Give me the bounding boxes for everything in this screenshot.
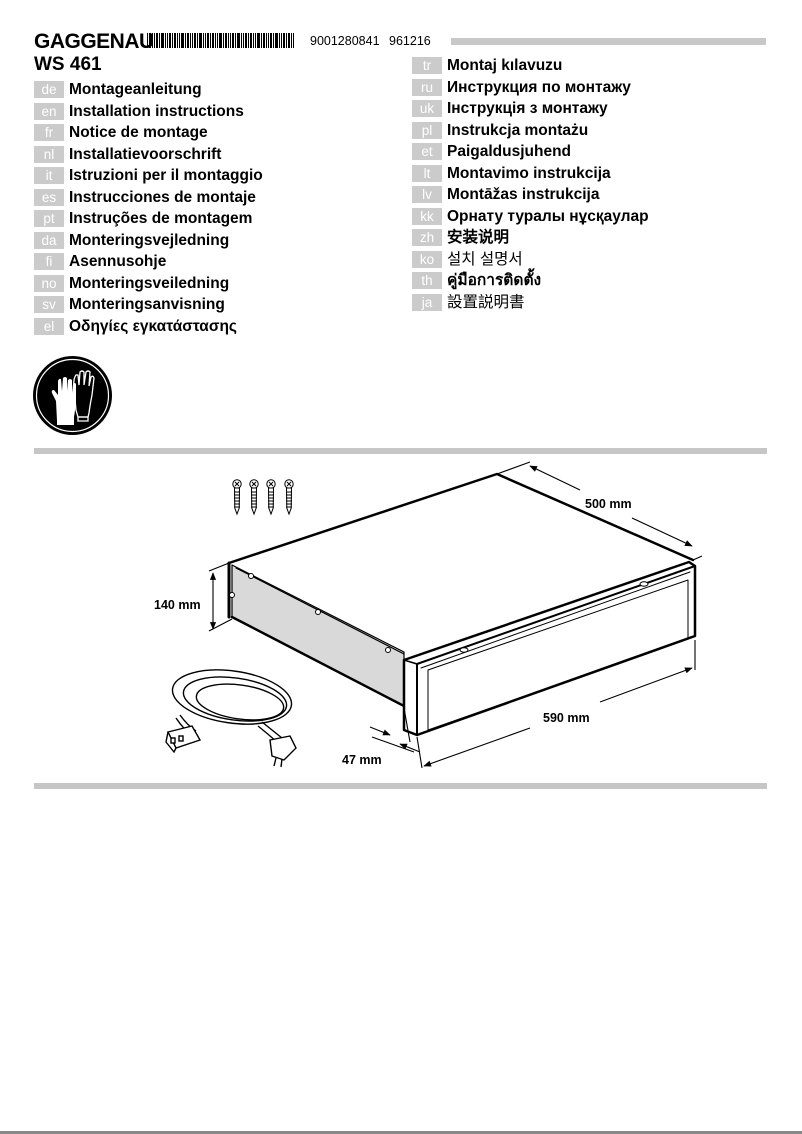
language-code: no (34, 274, 64, 292)
language-label: Instrukcja montażu (447, 121, 589, 139)
language-item-no: no Monteringsveiledning (34, 273, 263, 295)
language-item-lv: lv Montāžas instrukcija (412, 184, 649, 206)
language-list-left: de Montageanleitung en Installation instru… (34, 79, 263, 337)
language-label: Paigaldusjuhend (447, 143, 572, 161)
language-item-pl: pl Instrukcja montażu (412, 120, 649, 142)
language-code: da (34, 231, 64, 249)
language-code: pl (412, 121, 442, 139)
language-code: es (34, 188, 64, 206)
language-item-kk: kk Орнату туралы нұсқаулар (412, 206, 649, 228)
language-item-de: de Montageanleitung (34, 79, 263, 101)
language-label: Notice de montage (69, 124, 208, 142)
language-label: Instrucciones de montaje (69, 188, 256, 206)
language-code: de (34, 81, 64, 99)
language-item-fr: fr Notice de montage (34, 122, 263, 144)
language-item-ja: ja 設置説明書 (412, 292, 649, 314)
language-item-tr: tr Montaj kılavuzu (412, 55, 649, 77)
language-label: Instruções de montagem (69, 210, 253, 228)
article-numbers: 9001280841 961216 (310, 33, 431, 49)
language-code: uk (412, 100, 442, 118)
language-item-uk: uk Інструкція з монтажу (412, 98, 649, 120)
language-label: Орнату туралы нұсқаулар (447, 207, 649, 225)
screw-icon (232, 479, 294, 516)
language-label: Інструкція з монтажу (447, 100, 608, 118)
article-number: 9001280841 (310, 34, 380, 48)
language-code: lt (412, 164, 442, 182)
language-label: Montaj kılavuzu (447, 57, 563, 75)
language-label: Montageanleitung (69, 81, 202, 99)
language-code: en (34, 102, 64, 120)
language-code: fi (34, 253, 64, 271)
language-code: fr (34, 124, 64, 142)
language-code: ru (412, 78, 442, 96)
dimension-height: 140 mm (154, 598, 201, 612)
language-item-sv: sv Monteringsanvisning (34, 294, 263, 316)
section-rule-top (34, 448, 767, 454)
language-label: Montāžas instrukcija (447, 186, 600, 204)
date-code: 961216 (389, 34, 431, 48)
language-item-th: th คู่มือการติดตั้ง (412, 270, 649, 292)
language-item-lt: lt Montavimo instrukcija (412, 163, 649, 185)
language-label: Monteringsveiledning (69, 274, 230, 292)
language-item-es: es Instrucciones de montaje (34, 187, 263, 209)
language-item-nl: nl Installatievoorschrift (34, 144, 263, 166)
language-item-et: et Paigaldusjuhend (412, 141, 649, 163)
brand-logo: GAGGENAU (34, 30, 154, 53)
model-title: WS 461 (34, 54, 102, 75)
language-item-pt: pt Instruções de montagem (34, 208, 263, 230)
gloves-icon (33, 356, 112, 435)
language-item-it: it Istruzioni per il montaggio (34, 165, 263, 187)
barcode (147, 33, 294, 48)
language-item-zh: zh 安装说明 (412, 227, 649, 249)
language-code: et (412, 143, 442, 161)
dimension-depth: 500 mm (585, 497, 632, 511)
language-code: zh (412, 229, 442, 247)
language-code: lv (412, 186, 442, 204)
language-label: Istruzioni per il montaggio (69, 167, 263, 185)
page-edge (0, 1131, 802, 1134)
language-code: kk (412, 207, 442, 225)
language-label: คู่มือการติดตั้ง (447, 272, 542, 290)
dimension-front-panel: 47 mm (342, 753, 382, 767)
power-cable-icon (165, 669, 297, 768)
language-code: ko (412, 250, 442, 268)
language-item-el: el Οδηγίες εγκατάστασης (34, 316, 263, 338)
language-item-en: en Installation instructions (34, 101, 263, 123)
language-label: Installatievoorschrift (69, 145, 222, 163)
language-list-right: tr Montaj kılavuzu ru Инструкция по монтаж… (412, 55, 649, 313)
language-label: Installation instructions (69, 102, 244, 120)
language-label: Monteringsanvisning (69, 296, 225, 314)
language-item-fi: fi Asennusohje (34, 251, 263, 273)
language-label: 설치 설명서 (447, 250, 523, 268)
language-item-ko: ko 설치 설명서 (412, 249, 649, 271)
section-rule-bottom (34, 783, 767, 789)
language-code: it (34, 167, 64, 185)
language-label: Инструкция по монтажу (447, 78, 631, 96)
language-label: Monteringsvejledning (69, 231, 230, 249)
language-label: Οδηγίες εγκατάστασης (69, 317, 237, 335)
language-label: Montavimo instrukcija (447, 164, 611, 182)
language-item-da: da Monteringsvejledning (34, 230, 263, 252)
language-code: sv (34, 296, 64, 314)
language-code: th (412, 272, 442, 290)
language-label: 安装说明 (447, 229, 510, 247)
language-code: tr (412, 57, 442, 75)
language-label: Asennusohje (69, 253, 167, 271)
language-code: el (34, 317, 64, 335)
language-code: ja (412, 293, 442, 311)
dimension-width: 590 mm (543, 711, 590, 725)
language-code: nl (34, 145, 64, 163)
header-rule (451, 38, 766, 45)
warming-drawer-body (227, 472, 697, 737)
language-label: 設置説明書 (447, 293, 525, 311)
language-code: pt (34, 210, 64, 228)
language-item-ru: ru Инструкция по монтажу (412, 77, 649, 99)
